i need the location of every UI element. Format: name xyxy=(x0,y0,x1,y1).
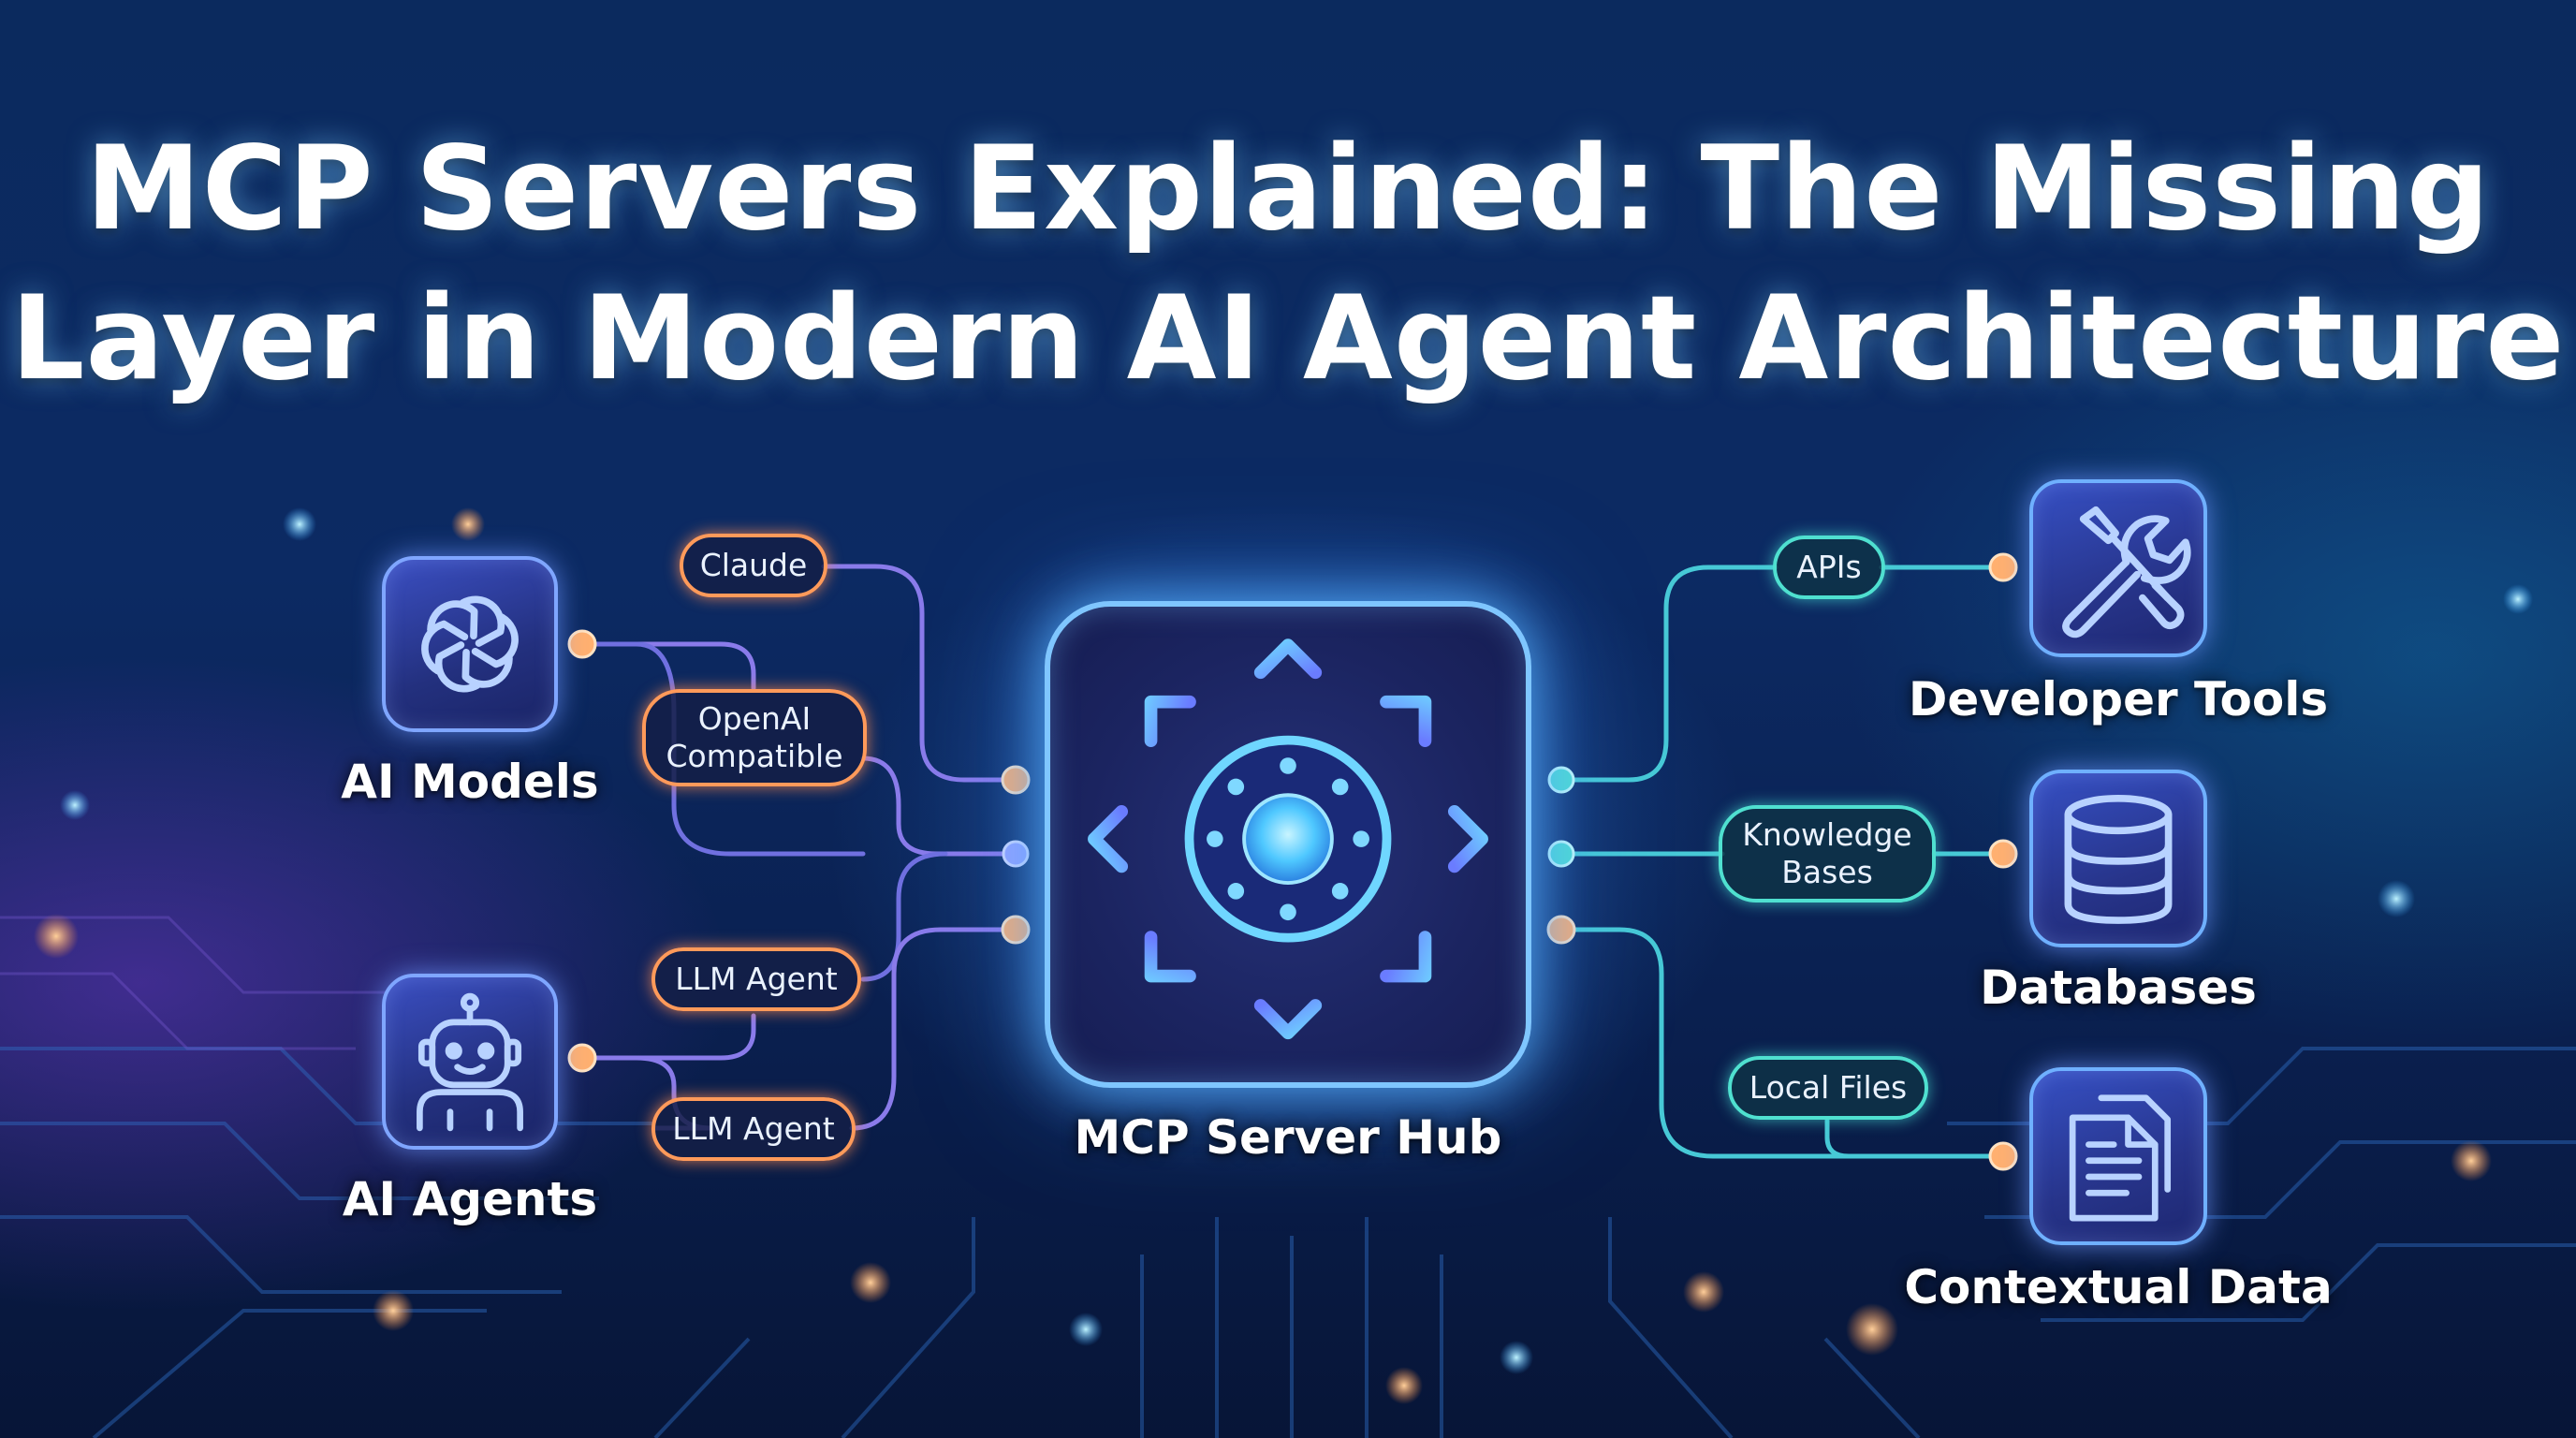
llm-agent-pill-1[interactable]: LLM Agent xyxy=(651,947,861,1011)
databases-label: Databases xyxy=(1980,961,2257,1015)
pill-line-1: Knowledge xyxy=(1742,816,1912,853)
models-to-openai-line xyxy=(579,641,756,691)
contextual-data-label: Contextual Data xyxy=(1904,1260,2333,1314)
hub-label: MCP Server Hub xyxy=(1074,1110,1502,1165)
openai-to-hub-line xyxy=(860,756,1017,857)
apis-pill[interactable]: APIs xyxy=(1773,536,1885,599)
pill-line-2: Bases xyxy=(1781,854,1873,890)
connector-dot xyxy=(1546,915,1576,945)
connector-dot xyxy=(1001,765,1031,795)
developer-tools-label: Developer Tools xyxy=(1908,672,2329,726)
contextual-data-node[interactable] xyxy=(2029,1067,2207,1245)
openai-compatible-pill[interactable]: OpenAI Compatible xyxy=(642,689,867,786)
localfiles-to-context-line xyxy=(1824,1118,1852,1159)
agents-to-llm1-line xyxy=(579,1013,756,1061)
pill-line-2: Compatible xyxy=(666,738,843,774)
connector-dot xyxy=(1547,840,1575,868)
llm2-to-hub-line xyxy=(849,927,1017,1131)
llm-agent-pill-2[interactable]: LLM Agent xyxy=(651,1097,856,1161)
databases-node[interactable] xyxy=(2029,770,2207,947)
ai-models-label: AI Models xyxy=(341,755,599,809)
connector-dot xyxy=(1002,840,1030,868)
database-icon xyxy=(2064,794,2173,924)
wrench-screwdriver-icon xyxy=(2062,506,2191,638)
developer-tools-node[interactable] xyxy=(2029,479,2207,657)
connector-dot xyxy=(1001,915,1031,945)
ai-models-node[interactable] xyxy=(382,556,558,732)
openai-logo-icon xyxy=(421,595,519,693)
robot-icon xyxy=(417,992,523,1132)
local-files-pill[interactable]: Local Files xyxy=(1728,1056,1928,1120)
claude-to-hub-line xyxy=(821,564,1017,783)
ai-agents-node[interactable] xyxy=(382,974,558,1150)
connector-dot xyxy=(1988,552,2018,582)
title-line-1: MCP Servers Explained: The Missing xyxy=(85,122,2491,257)
hub-to-context-line xyxy=(1559,927,2006,1159)
claude-pill[interactable]: Claude xyxy=(680,534,827,597)
hub-to-apis-line xyxy=(1559,565,1778,783)
connector-dot xyxy=(1988,1141,2018,1171)
connector-dot xyxy=(567,1043,597,1073)
mcp-server-hub-node[interactable] xyxy=(1045,601,1531,1088)
connector-dot xyxy=(1547,766,1575,794)
title-line-2: Layer in Modern AI Agent Architecture xyxy=(10,271,2566,406)
connector-dot xyxy=(567,629,597,659)
pill-line-1: OpenAI xyxy=(697,700,812,737)
hub-arrows-icon xyxy=(1088,638,1488,1040)
llm1-to-hub-line xyxy=(860,851,948,982)
documents-icon xyxy=(2069,1094,2172,1222)
ai-agents-label: AI Agents xyxy=(342,1172,598,1226)
knowledge-bases-pill[interactable]: Knowledge Bases xyxy=(1719,805,1936,902)
connector-dot xyxy=(1988,839,2018,869)
